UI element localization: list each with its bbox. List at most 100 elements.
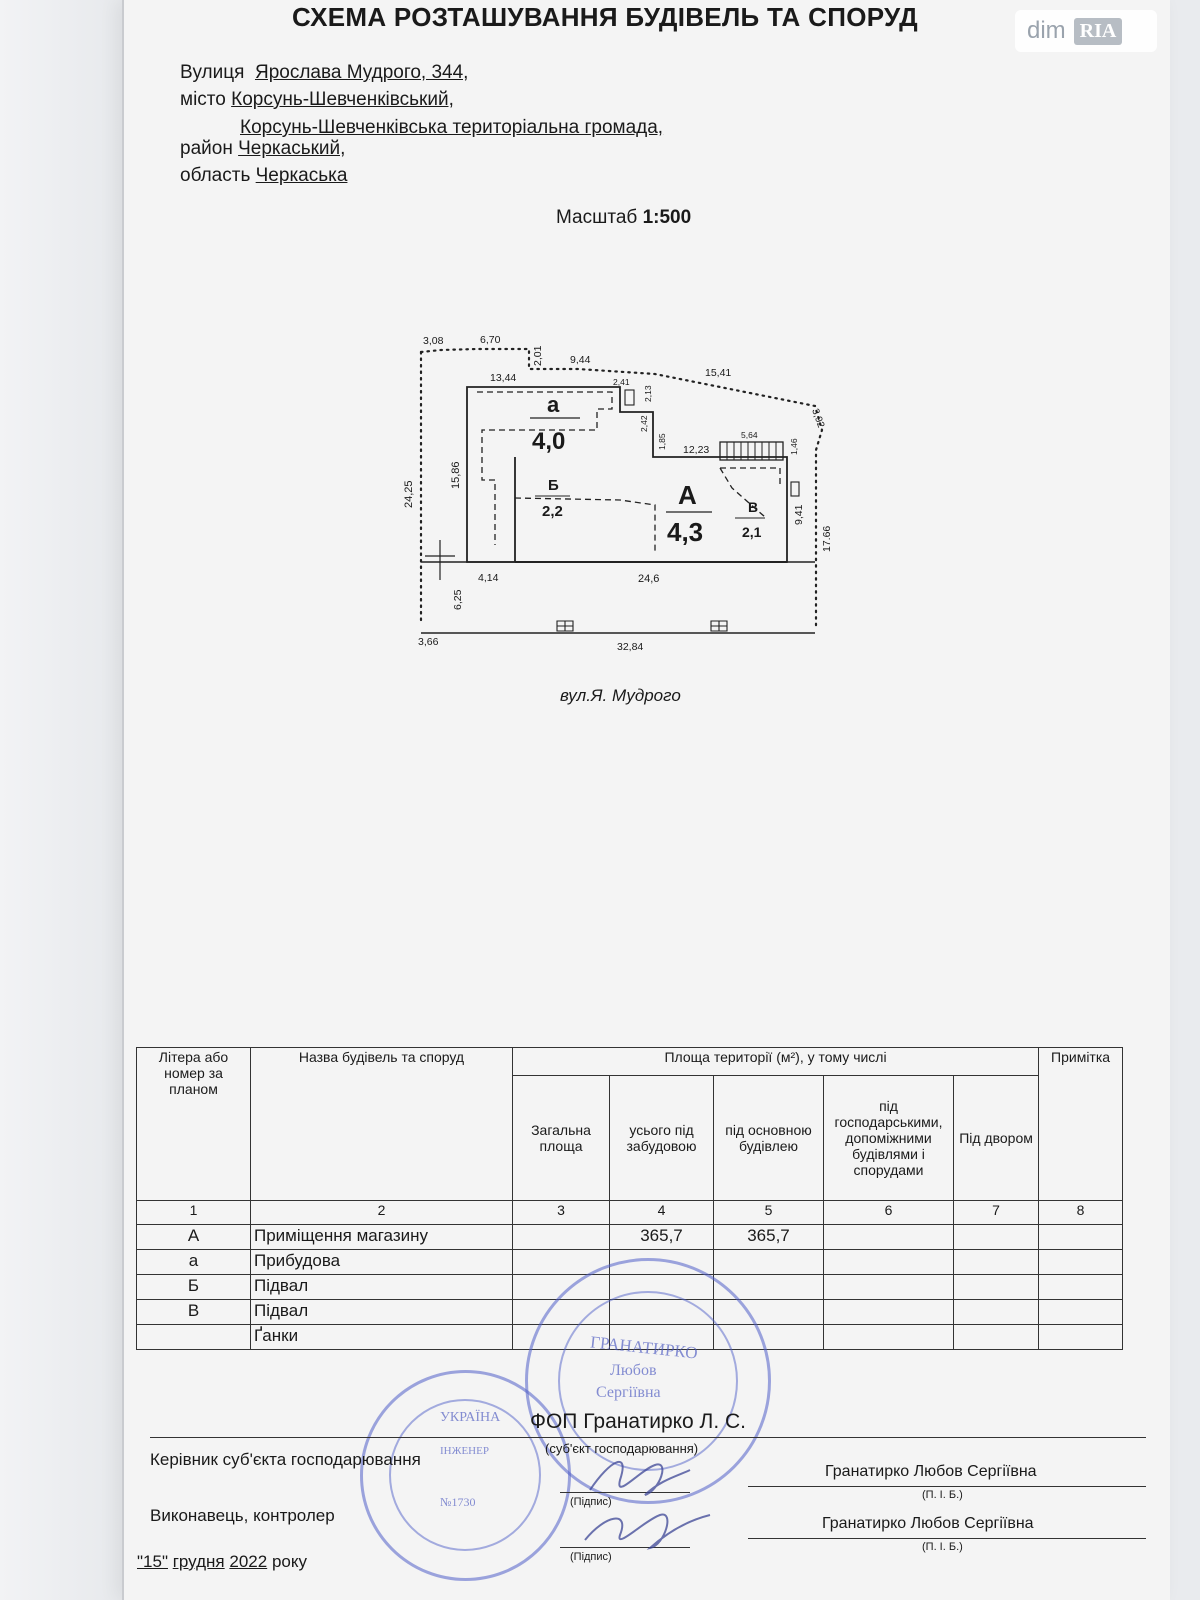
table-row: а Прибудова: [136, 1249, 1124, 1275]
document-date: "15" грудня 2022 року: [137, 1552, 307, 1572]
dim-text: 2,42: [639, 415, 649, 432]
street-caption: вул.Я. Мудрого: [560, 686, 681, 705]
basement-dashed-outline: [477, 391, 781, 552]
date-day: "15": [137, 1552, 168, 1571]
dim-text: 4,14: [478, 572, 499, 584]
watermark-ria: RIA: [1073, 17, 1123, 45]
address-city: місто Корсунь-Шевченківський,: [180, 89, 454, 110]
date-month: грудня: [172, 1552, 225, 1571]
head-name-caption: (П. І. Б.): [922, 1489, 963, 1501]
head-sign-caption: (Підпис): [570, 1496, 612, 1508]
dim-text: 32,84: [617, 641, 643, 653]
engineer-stamp: [360, 1370, 571, 1581]
building-v-height: 2,1: [742, 524, 762, 540]
table-row: А Приміщення магазину 365,7 365,7: [136, 1224, 1124, 1250]
col-number: 3: [512, 1200, 610, 1225]
small-porch: [624, 389, 635, 406]
city-value: Корсунь-Шевченківський,: [231, 89, 454, 110]
col-number: 8: [1038, 1200, 1124, 1225]
company-stamp: [525, 1258, 771, 1504]
executor-sign-caption: (Підпис): [570, 1551, 612, 1563]
executor-name: Гранатирко Любов Сергіївна: [822, 1515, 1034, 1532]
col-number: 5: [713, 1200, 824, 1225]
stamp-lettering-5: ІНЖЕНЕР: [440, 1445, 489, 1457]
stairs: [719, 441, 784, 461]
col-number: 6: [823, 1200, 954, 1225]
col-number: 2: [250, 1200, 513, 1225]
site-plan: 3,08 6,70 2,01 9,44 15,41 13,44 2,41 2,1…: [403, 334, 830, 653]
building-v-letter: В: [748, 499, 758, 515]
dim-text: 5,64: [741, 430, 758, 440]
dim-text: 3,66: [418, 636, 439, 648]
building-a-height: 4,0: [532, 428, 565, 455]
column-numbers-row: 1 2 3 4 5 6 7 8: [136, 1200, 1124, 1225]
building-a-letter: а: [547, 392, 560, 417]
dim-text: 3,08: [423, 335, 444, 347]
stamp-lettering-2: Любов: [610, 1362, 657, 1379]
col-number: 4: [609, 1200, 714, 1225]
handwritten-signatures: [584, 1460, 711, 1550]
head-label: Керівник суб'єкта господарювання: [150, 1450, 421, 1469]
entity-line: [150, 1437, 1146, 1438]
building-b-letter: Б: [548, 477, 559, 494]
header-aux: під господарськими, допоміжними будівлям…: [823, 1075, 954, 1201]
header-note: Примітка: [1038, 1047, 1124, 1201]
dim-text: 13,44: [490, 372, 516, 384]
building-outline: [466, 386, 788, 563]
header-name: Назва будівель та споруд: [250, 1047, 513, 1201]
plot-boundary: [419, 347, 824, 632]
executor-name-caption: (П. І. Б.): [922, 1541, 963, 1553]
building-b-height: 2,2: [542, 503, 563, 520]
dim-text: 1,85: [657, 433, 667, 450]
street-value: Ярослава Мудрого, 344,: [254, 62, 469, 83]
plan-building-labels: а 4,0 Б 2,2 А 4,3 В 2,1: [530, 392, 765, 547]
district-value: Черкаський,: [238, 138, 346, 159]
head-name-line: [748, 1486, 1146, 1487]
address-community: Корсунь-Шевченківська територіальна гром…: [240, 117, 663, 139]
community-value: Корсунь-Шевченківська територіальна гром…: [240, 117, 664, 138]
dim-text: 15,86: [450, 461, 462, 489]
document-title: СХЕМА РОЗТАШУВАННЯ БУДІВЕЛЬ ТА СПОРУД: [292, 2, 919, 32]
region-value: Черкаська: [255, 165, 348, 186]
stamp-lettering-4: УКРАЇНА: [440, 1410, 501, 1425]
entity-name: ФОП Гранатирко Л. С.: [530, 1410, 747, 1433]
date-year: 2022: [229, 1552, 268, 1571]
executor-label: Виконавець, контролер: [150, 1506, 335, 1525]
col-number: 1: [136, 1200, 251, 1225]
address-district: район Черкаський,: [180, 138, 346, 159]
dim-text: 6,25: [452, 589, 464, 610]
scale-label: Масштаб 1:500: [556, 207, 692, 228]
watermark-dim: dim: [1027, 17, 1066, 44]
header-letter: Літера або номер за планом: [136, 1047, 251, 1201]
dim-text: 12,23: [683, 444, 709, 456]
side-porch: [790, 481, 800, 497]
stamp-lettering-3: Сергіївна: [596, 1384, 661, 1401]
dim-text: 9,44: [570, 354, 591, 366]
scale-value: 1:500: [642, 207, 692, 228]
dim-text: 3,92: [809, 407, 826, 429]
col-number: 7: [952, 1200, 1040, 1225]
dim-text: 1,46: [789, 438, 799, 455]
dim-text: 15,41: [705, 367, 731, 379]
dim-text: 2,01: [532, 345, 544, 366]
header-built: усього під забудовою: [609, 1075, 714, 1201]
head-sign-line: [560, 1492, 690, 1493]
dim-text: 2,13: [643, 385, 653, 402]
dim-text: 2,41: [613, 377, 630, 387]
entity-caption: (суб'єкт господарювання): [545, 1441, 699, 1456]
dim-text: 24,25: [403, 480, 415, 508]
manhole-left: [556, 620, 574, 632]
date-suffix: року: [271, 1552, 307, 1571]
watermark-logo: dim RIA: [1015, 10, 1157, 52]
address-region: область Черкаська: [180, 165, 348, 186]
head-name: Гранатирко Любов Сергіївна: [825, 1463, 1037, 1480]
stamp-lettering-6: №1730: [440, 1495, 476, 1509]
executor-sign-line: [560, 1547, 690, 1548]
dim-text: 17,66: [821, 526, 830, 552]
building-main-letter: А: [678, 480, 697, 510]
header-area-group: Площа території (м²), у тому числі: [511, 1047, 1040, 1076]
header-yard: Під двором: [952, 1075, 1040, 1201]
header-main: під основною будівлею: [713, 1075, 824, 1201]
manhole-right: [710, 620, 728, 632]
executor-name-line: [748, 1538, 1146, 1539]
